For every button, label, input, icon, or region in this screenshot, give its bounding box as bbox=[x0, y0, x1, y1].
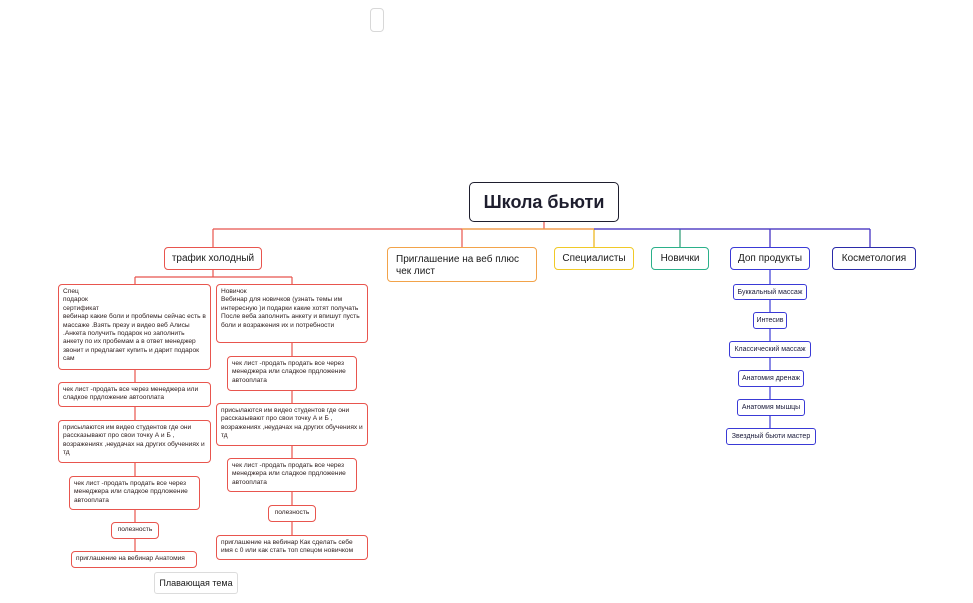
left-topic-6[interactable]: приглашение на вебинар Анатомия bbox=[71, 551, 197, 568]
right-topic-3[interactable]: присылаются им видео студентов где они р… bbox=[216, 403, 368, 446]
right-topic-2[interactable]: чек лист -продать продать все через мене… bbox=[227, 356, 357, 391]
branch-addon-products[interactable]: Доп продукты bbox=[730, 247, 810, 270]
branch-webinar-invite[interactable]: Приглашение на веб плюс чек лист bbox=[387, 247, 537, 282]
addon-item-anatomy-drainage[interactable]: Анатомия дренаж bbox=[738, 370, 804, 387]
left-topic-1[interactable]: Спец подарок сертификат вебинар какие бо… bbox=[58, 284, 211, 370]
branch-traffic-cold[interactable]: трафик холодный bbox=[164, 247, 262, 270]
left-topic-4[interactable]: чек лист -продать продать все через мене… bbox=[69, 476, 200, 510]
addon-item-buccal-massage[interactable]: Буккальный массаж bbox=[733, 284, 807, 300]
left-topic-2[interactable]: чек лист -продать все через менеджера ил… bbox=[58, 382, 211, 407]
right-topic-1[interactable]: Новичок Вебинар для новичков (узнать тем… bbox=[216, 284, 368, 343]
right-topic-4[interactable]: чек лист -продать продать все через мене… bbox=[227, 458, 357, 492]
right-topic-5[interactable]: полезность bbox=[268, 505, 316, 522]
branch-specialists[interactable]: Специалисты bbox=[554, 247, 634, 270]
branch-cosmetology[interactable]: Косметология bbox=[832, 247, 916, 270]
addon-item-star-beauty-master[interactable]: Звездный бьюти мастер bbox=[726, 428, 816, 445]
left-topic-3[interactable]: присылаются им видео студентов где они р… bbox=[58, 420, 211, 463]
left-topic-5[interactable]: полезность bbox=[111, 522, 159, 539]
floating-topic[interactable]: Плавающая тема bbox=[154, 572, 238, 594]
canvas-handle-icon[interactable] bbox=[370, 8, 384, 32]
addon-item-classic-massage[interactable]: Классический массаж bbox=[729, 341, 811, 358]
addon-item-intensive[interactable]: Интесив bbox=[753, 312, 787, 329]
addon-item-anatomy-muscles[interactable]: Анатомия мышцы bbox=[737, 399, 805, 416]
right-topic-6[interactable]: приглашение на вебинар Как сделать себе … bbox=[216, 535, 368, 560]
root-topic[interactable]: Школа бьюти bbox=[469, 182, 619, 222]
branch-newbies[interactable]: Новички bbox=[651, 247, 709, 270]
